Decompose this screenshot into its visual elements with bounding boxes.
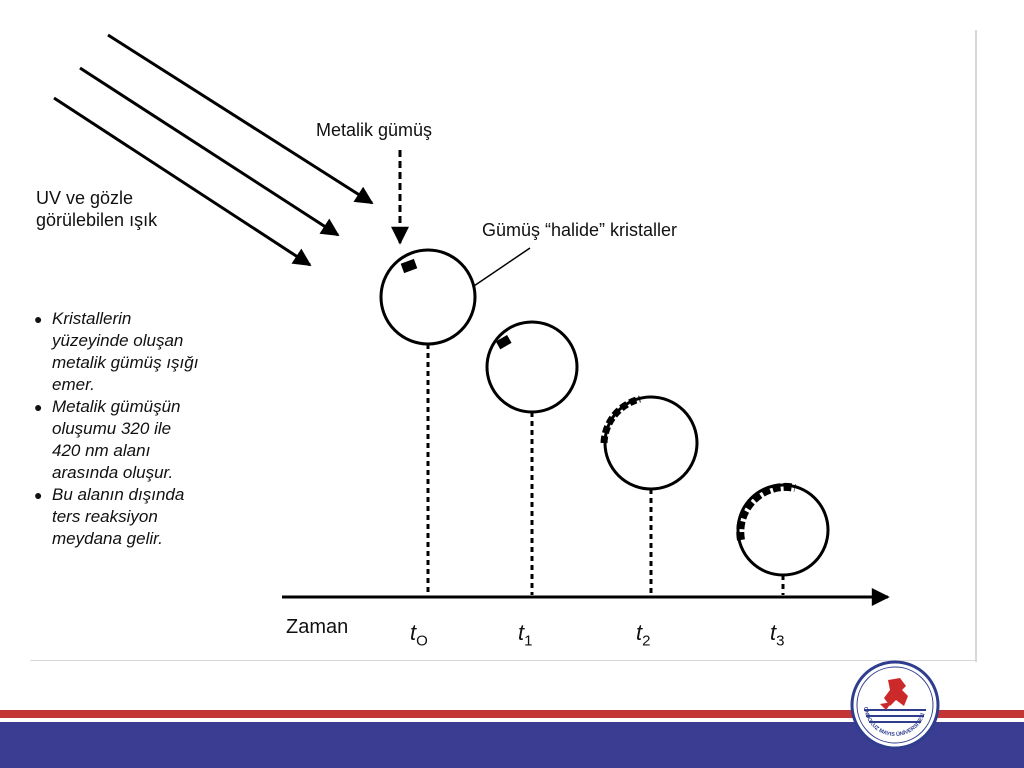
crystal-label: Gümüş “halide” kristaller — [482, 220, 678, 240]
tick-t1: t1 — [518, 620, 533, 650]
tick-t3: t3 — [770, 620, 785, 650]
bullet-dot-icon: ● — [34, 487, 43, 503]
footer-red-band — [0, 710, 1024, 718]
bullet-item: ● Metalik gümüşün oluşumu 320 ile 420 nm… — [34, 396, 284, 484]
time-axis-label: Zaman — [286, 616, 349, 638]
crystal-t1 — [485, 320, 579, 595]
bullet-text: Kristallerin yüzeyinde oluşan metalik gü… — [52, 309, 199, 394]
bullet-text: Metalik gümüşün oluşumu 320 ile 420 nm a… — [52, 397, 181, 482]
explanation-bullets: ● Kristallerin yüzeyinde oluşan metalik … — [34, 308, 284, 550]
university-logo: ONDOKUZ MAYIS ÜNİVERSİTESİ — [850, 660, 940, 750]
tick-t0: tO — [410, 620, 428, 650]
frame-bottom-border — [30, 660, 977, 661]
crystal-t0 — [379, 248, 477, 595]
light-ray-3 — [53, 96, 312, 267]
light-ray-1 — [107, 33, 374, 205]
diagram-canvas — [53, 33, 890, 606]
light-rays — [53, 33, 374, 267]
bullet-item: ● Bu alanın dışında ters reaksiyon meyda… — [34, 484, 284, 550]
light-label-line2: görülebilen ışık — [36, 210, 158, 230]
crystal-t3 — [736, 482, 830, 595]
bullet-text: Bu alanın dışında ters reaksiyon meydana… — [52, 485, 185, 548]
crystal-label-leader — [467, 247, 531, 291]
tick-t2: t2 — [636, 620, 651, 650]
bullet-dot-icon: ● — [34, 311, 43, 327]
bullet-item: ● Kristallerin yüzeyinde oluşan metalik … — [34, 308, 284, 396]
crystal-t2 — [600, 395, 699, 595]
light-ray-2 — [79, 66, 340, 237]
footer-blue-band — [0, 722, 1024, 768]
bullet-dot-icon: ● — [34, 399, 43, 415]
frame-right-border — [975, 30, 977, 662]
light-label-line1: UV ve gözle — [36, 188, 134, 208]
metallic-silver-label: Metalik gümüş — [316, 120, 433, 140]
